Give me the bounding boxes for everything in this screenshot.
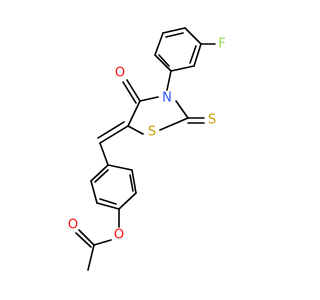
phenylene-ring [90,142,137,210]
exocyclic-double-bond [97,121,129,144]
carbonyl-oxygen-label: O [115,66,125,81]
nitrogen-label: N [162,91,172,106]
fluorine-label: F [218,37,225,52]
molecule-canvas: F N O S S O O [67,27,226,271]
thione-bond [187,117,205,124]
thiazolidinone-ring [127,70,189,135]
ester-oxygen-label: O [114,228,124,243]
ring-sulfur-label: S [148,125,156,140]
carbonyl-bond [122,79,141,104]
acetate-group [75,208,120,271]
structure-diagram: F N O S S O O [68,27,226,271]
thione-sulfur-label: S [208,113,216,128]
acetyl-oxygen-label: O [68,218,78,233]
fluorophenyl-ring [154,27,202,72]
